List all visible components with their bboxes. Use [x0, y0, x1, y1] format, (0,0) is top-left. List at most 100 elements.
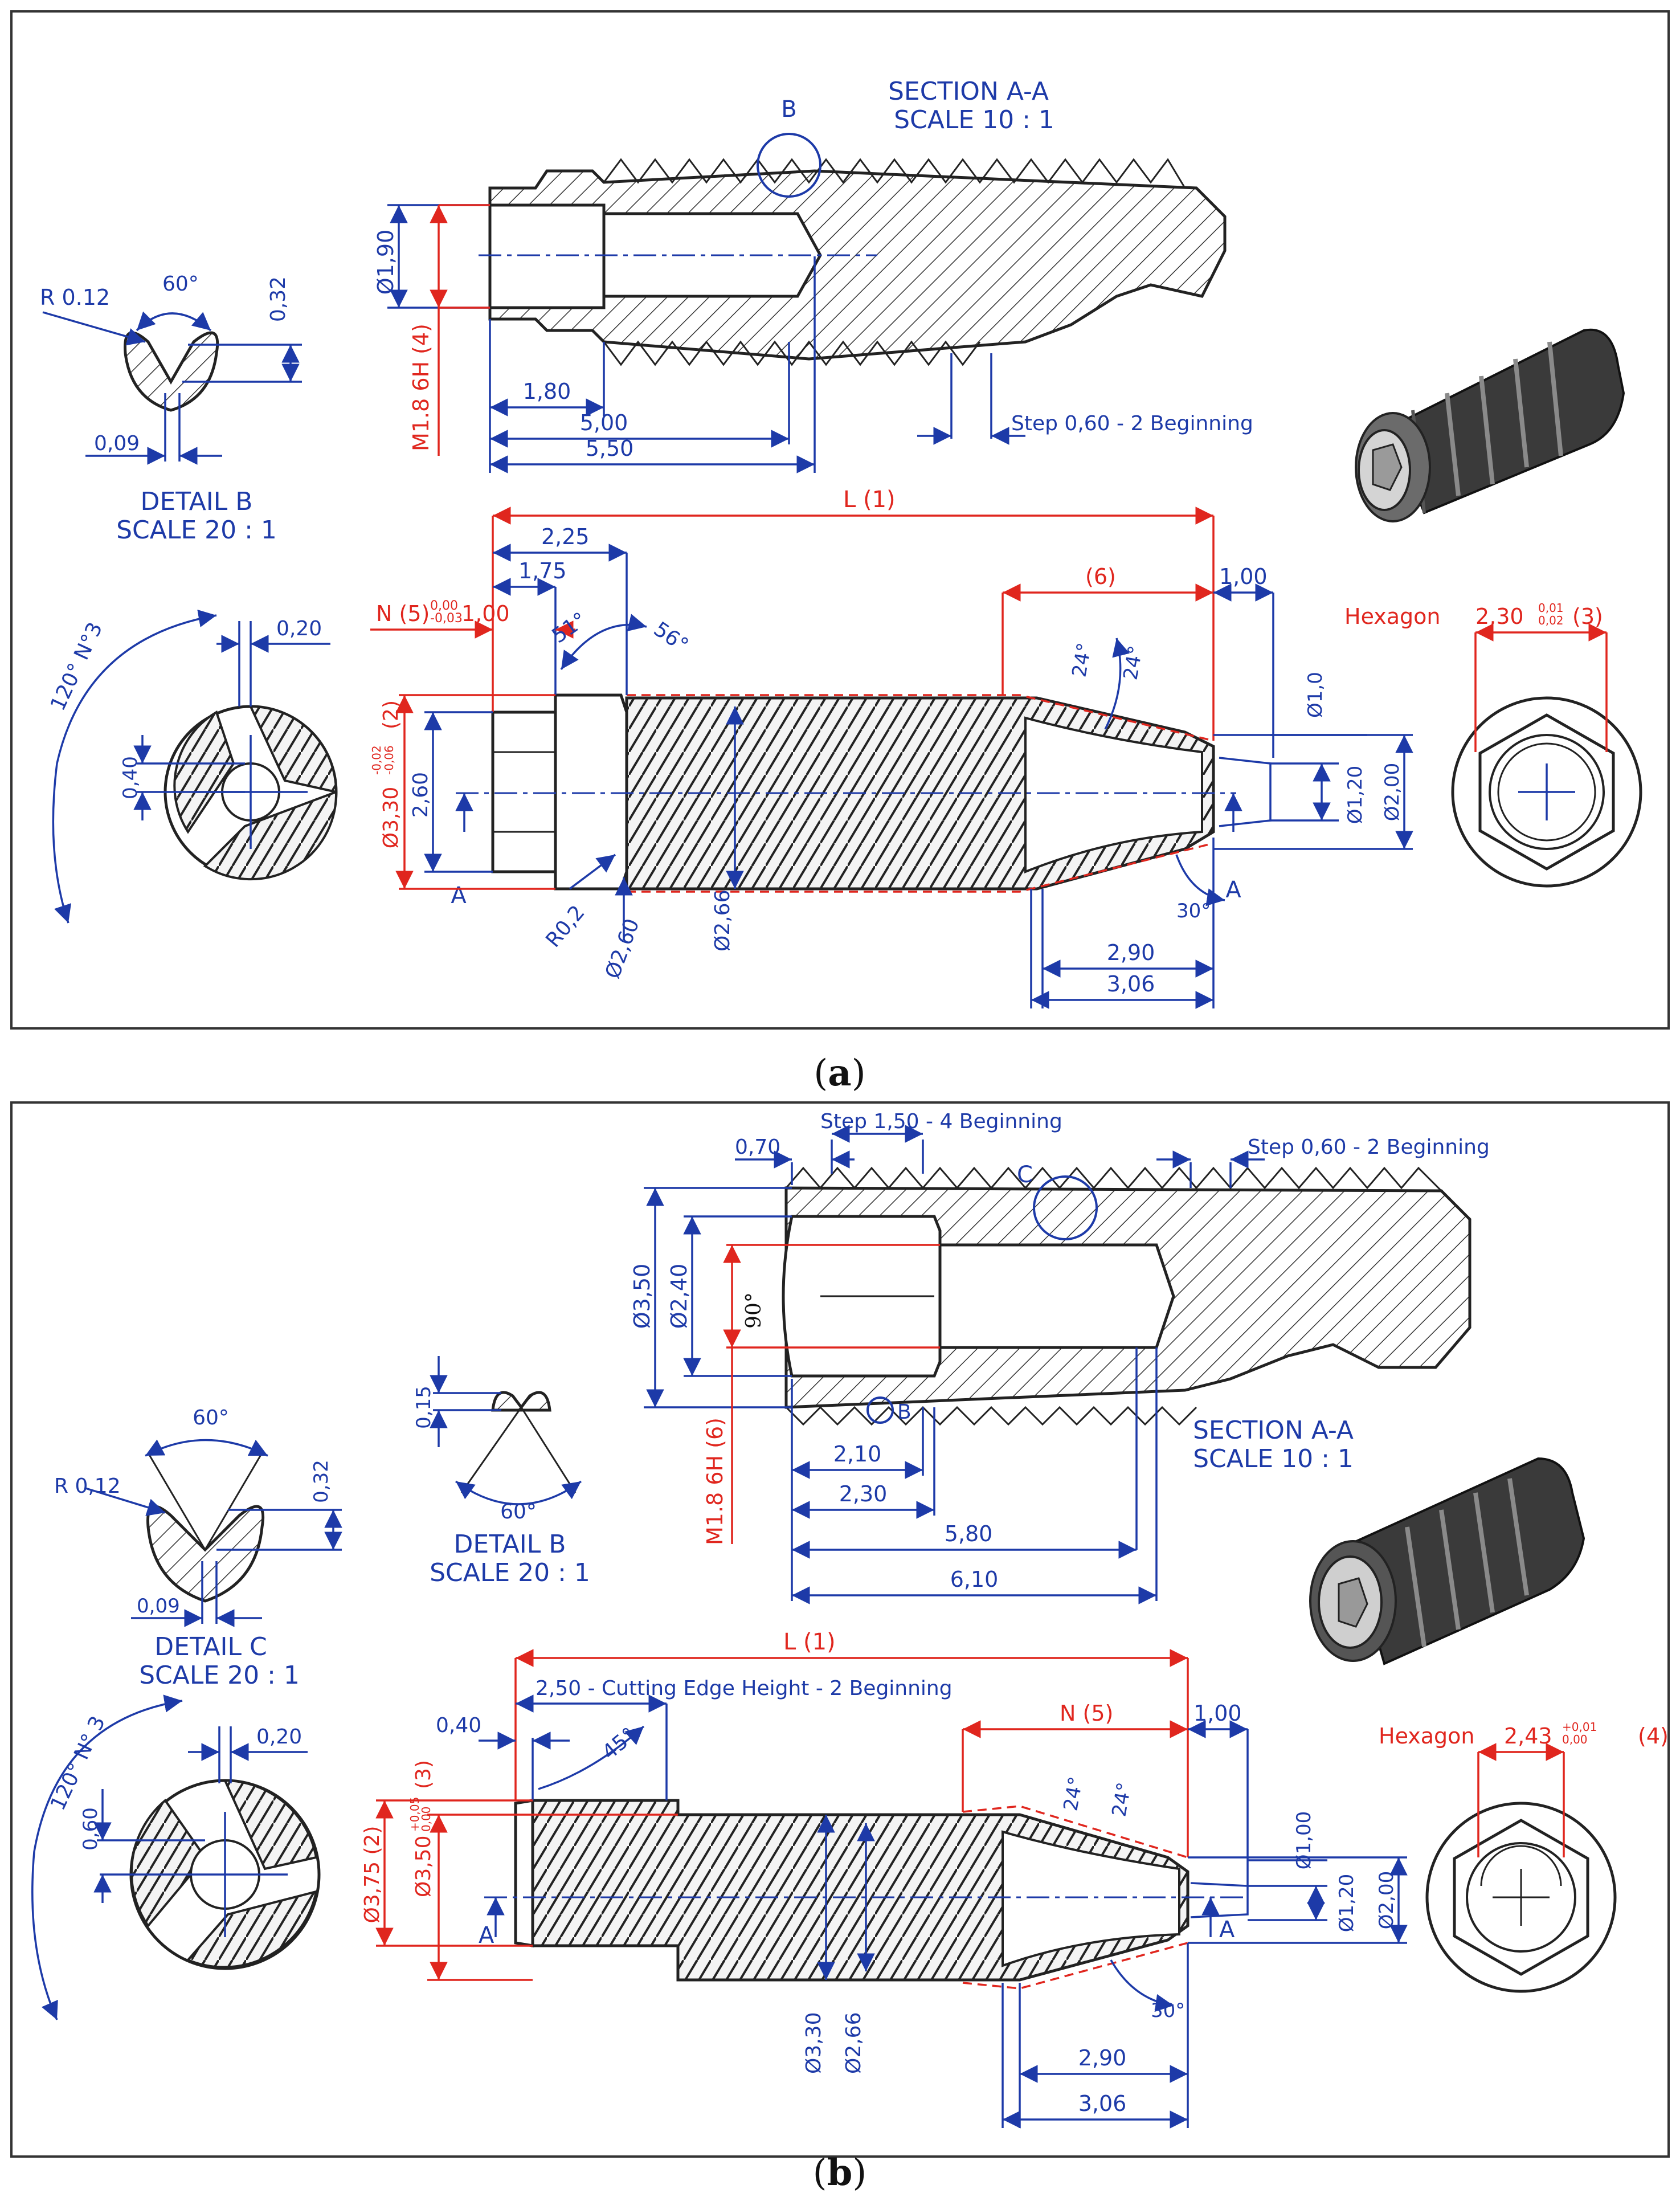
- end-view-hex-b: Hexagon 2,43 +0,01 0,00 (4): [1379, 1720, 1669, 1993]
- svg-text:Ø2,66: Ø2,66: [842, 2012, 865, 2074]
- svg-text:2,90: 2,90: [1078, 2045, 1127, 2071]
- svg-text:2,90: 2,90: [1107, 940, 1155, 965]
- svg-text:0,40: 0,40: [436, 1714, 481, 1737]
- svg-text:90°: 90°: [742, 1292, 766, 1329]
- svg-text:5,80: 5,80: [945, 1521, 993, 1546]
- svg-text:Hexagon: Hexagon: [1379, 1724, 1475, 1749]
- implant-3d-render-b: [1309, 1457, 1585, 1665]
- implant-side-view-a: A A: [451, 693, 1272, 909]
- detail-b-circle: [757, 133, 821, 198]
- svg-text:A: A: [1219, 1917, 1235, 1943]
- section-thread-top: [603, 158, 1186, 189]
- section-a-title-2: SCALE 10 : 1: [894, 105, 1054, 134]
- svg-text:Ø3,30: Ø3,30: [802, 2012, 825, 2074]
- implant-side-view-b: A A: [479, 1799, 1249, 1990]
- svg-text:A: A: [1225, 877, 1241, 903]
- side-view-dimensions-b: L (1) 2,50 - Cutting Edge Height - 2 Beg…: [361, 1629, 1408, 2129]
- svg-text:0,70: 0,70: [735, 1136, 780, 1159]
- svg-text:A: A: [451, 883, 467, 909]
- svg-text:L (1): L (1): [783, 1629, 836, 1655]
- detail-b-label: B: [781, 96, 796, 122]
- collar: [554, 693, 628, 891]
- svg-text:DETAIL B: DETAIL B: [454, 1530, 566, 1559]
- detail-b-title-1: DETAIL B: [141, 487, 253, 516]
- svg-text:6,10: 6,10: [950, 1567, 999, 1592]
- svg-text:+0,01: +0,01: [1562, 1720, 1597, 1734]
- detail-b-view-b: 0,15 60°: [412, 1356, 582, 1524]
- svg-text:L (1): L (1): [843, 487, 896, 513]
- svg-text:2,10: 2,10: [833, 1441, 882, 1467]
- svg-text:SCALE 20 : 1: SCALE 20 : 1: [139, 1661, 300, 1690]
- svg-text:A: A: [479, 1922, 494, 1949]
- section-b-title-1: SECTION A-A: [1193, 1416, 1354, 1445]
- svg-text:1,00: 1,00: [1193, 1701, 1242, 1726]
- svg-text:2,60: 2,60: [409, 772, 432, 818]
- svg-text:Hexagon: Hexagon: [1344, 604, 1441, 629]
- end-view-front-a: 120° N°3 0,20 0,40: [46, 609, 338, 924]
- svg-text:1,00: 1,00: [1219, 564, 1268, 589]
- svg-text:60°: 60°: [500, 1500, 537, 1524]
- svg-text:30°: 30°: [1176, 900, 1211, 922]
- svg-text:1,00: 1,00: [461, 601, 510, 626]
- svg-text:45°: 45°: [598, 1723, 640, 1764]
- svg-text:Ø1,20: Ø1,20: [1335, 1874, 1358, 1932]
- svg-text:0,01: 0,01: [1538, 601, 1564, 615]
- svg-text:24°: 24°: [1068, 641, 1096, 679]
- svg-text:1,75: 1,75: [518, 558, 567, 583]
- svg-text:Step 1,50 - 4 Beginning: Step 1,50 - 4 Beginning: [820, 1110, 1062, 1133]
- svg-text:DETAIL C: DETAIL C: [154, 1632, 267, 1661]
- svg-text:Ø1,00: Ø1,00: [1293, 1811, 1315, 1869]
- svg-text:(2): (2): [379, 700, 403, 729]
- svg-text:N (5): N (5): [376, 601, 430, 626]
- svg-text:Ø3,75 (2): Ø3,75 (2): [361, 1826, 384, 1924]
- svg-text:56°: 56°: [649, 618, 693, 658]
- svg-text:0,00: 0,00: [1562, 1733, 1588, 1746]
- svg-text:60°: 60°: [162, 272, 199, 296]
- svg-text:60°: 60°: [193, 1406, 229, 1430]
- implant-3d-render-a: [1355, 328, 1625, 522]
- svg-text:Ø2,40: Ø2,40: [667, 1264, 692, 1329]
- svg-text:R0,2: R0,2: [541, 901, 589, 951]
- svg-text:Ø2,66: Ø2,66: [711, 890, 734, 952]
- svg-text:0,32: 0,32: [310, 1460, 333, 1503]
- svg-text:(3): (3): [1572, 604, 1603, 629]
- svg-text:2,25: 2,25: [541, 524, 590, 549]
- panel-b: C B SECTION A-A SCALE 10 : 1 Step 1,50 -…: [10, 1101, 1670, 2158]
- svg-text:Ø2,00: Ø2,00: [1375, 1871, 1398, 1929]
- svg-text:Ø1,90: Ø1,90: [373, 230, 398, 295]
- svg-text:1,80: 1,80: [523, 379, 571, 404]
- svg-text:-0,06: -0,06: [382, 745, 396, 775]
- detail-b-view: R 0.12 60° 0,32 0,09: [40, 272, 302, 465]
- svg-text:0,32: 0,32: [267, 276, 290, 322]
- svg-text:24°: 24°: [1107, 1780, 1136, 1818]
- svg-text:3,06: 3,06: [1107, 971, 1155, 997]
- svg-text:0,15: 0,15: [412, 1386, 435, 1429]
- section-a-a-view: B: [479, 96, 1227, 366]
- caption-b: (b): [813, 2151, 867, 2193]
- end-view-front-b: 120° N° 3 0,20 0,60: [31, 1694, 321, 2020]
- svg-text:24°: 24°: [1059, 1775, 1088, 1812]
- hex-socket-bore: [488, 203, 606, 309]
- svg-text:Ø1,0: Ø1,0: [1304, 672, 1327, 718]
- svg-text:2,30: 2,30: [1475, 604, 1524, 629]
- svg-text:5,00: 5,00: [580, 410, 628, 435]
- section-a-title-1: SECTION A-A: [888, 77, 1049, 106]
- svg-text:0,20: 0,20: [256, 1725, 302, 1749]
- svg-text:2,30: 2,30: [839, 1481, 888, 1506]
- section-b-dimensions: Step 1,50 - 4 Beginning 0,70 Step 0,60 -…: [630, 1110, 1490, 1604]
- svg-text:120° N° 3: 120° N° 3: [46, 1713, 110, 1814]
- svg-text:0,40: 0,40: [119, 756, 142, 799]
- svg-text:30°: 30°: [1151, 1999, 1185, 2022]
- svg-text:0,20: 0,20: [276, 617, 322, 640]
- svg-text:C: C: [1017, 1162, 1033, 1188]
- section-a-dimensions: Ø1,90 M1.8 6H (4) 1,80 5,00 5,50 Step 0,…: [373, 204, 1253, 473]
- svg-text:0,09: 0,09: [94, 432, 140, 455]
- svg-text:R 0.12: R 0.12: [40, 285, 110, 310]
- svg-text:N (5): N (5): [1060, 1701, 1113, 1726]
- section-b-view: C B: [782, 1162, 1471, 1426]
- svg-text:Step 0,60 - 2 Beginning: Step 0,60 - 2 Beginning: [1248, 1136, 1490, 1159]
- section-b-title-2: SCALE 10 : 1: [1193, 1444, 1354, 1473]
- svg-text:-0,02: -0,02: [370, 745, 383, 775]
- svg-text:Step 0,60 - 2 Beginning: Step 0,60 - 2 Beginning: [1011, 412, 1253, 435]
